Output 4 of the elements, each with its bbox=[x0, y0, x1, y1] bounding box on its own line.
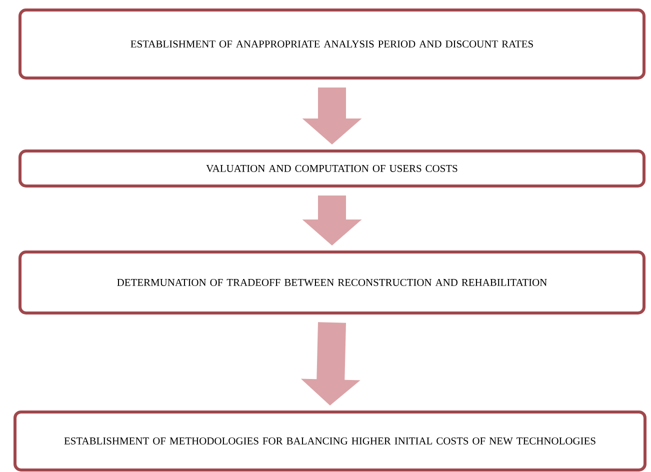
process-box: VALUATION AND COMPUTATION OF USERS COSTS bbox=[18, 150, 646, 188]
process-box: ESTABLISHMENT OF ANAPPROPRIATE ANALYSIS PERIOD AND DISCOUNT RATES bbox=[18, 8, 646, 80]
process-box: ESTABLISHMENT OF METHODOLOGIES FOR BALANCING HIGHER INITIAL COSTS OF NEW TECHNOLOGIES bbox=[14, 410, 646, 472]
process-box: DETERMUNATION OF TRADEOFF BETWEEN RECONSTRUCTION AND REHABILITATION bbox=[18, 250, 646, 314]
